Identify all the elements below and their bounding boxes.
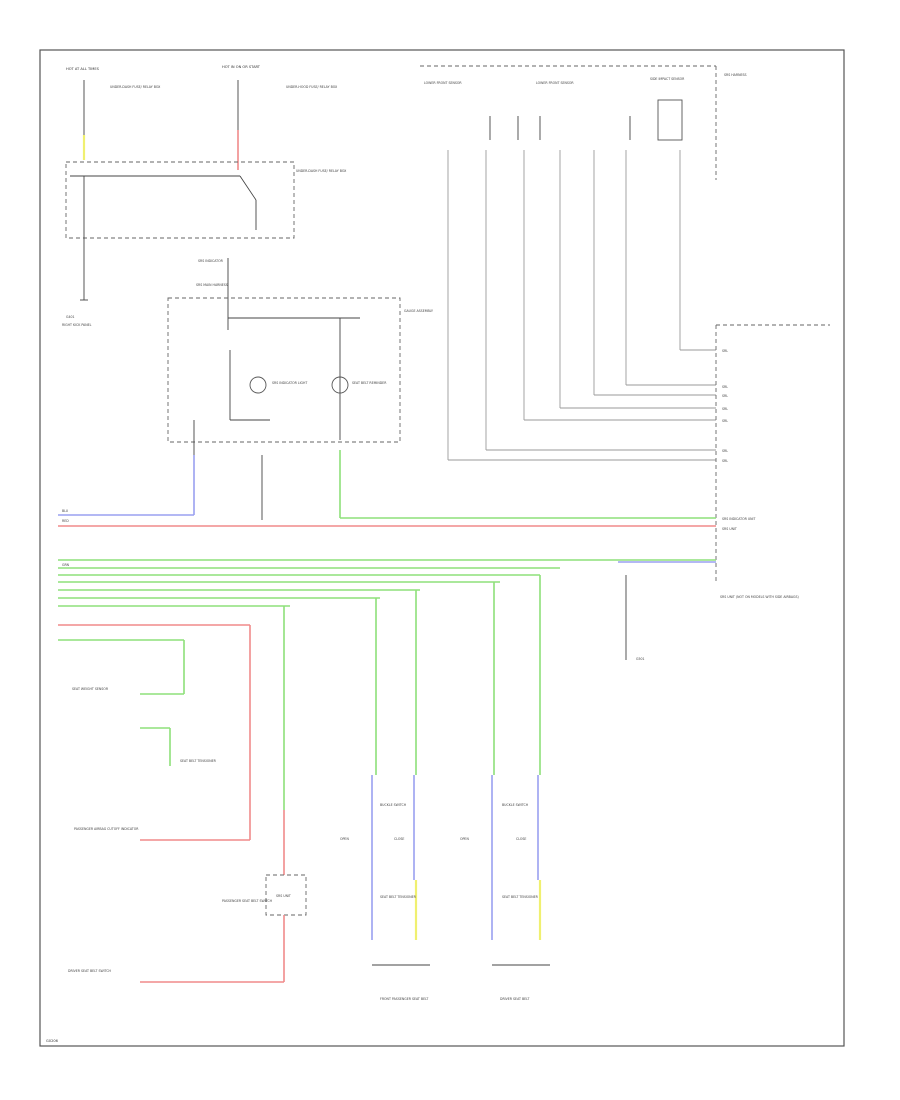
side-impact-sensor <box>657 99 683 141</box>
seat-1-close: CLOSE <box>394 837 404 841</box>
srs-unit-pin-3: SRL <box>722 394 728 398</box>
sensor-group: LOWER FRONT SENSOR LOWER FRONT SENSOR SI… <box>420 65 747 461</box>
fuse-label-2: HOT IN ON OR START <box>222 65 261 69</box>
srs-unit-pin-2: SRL <box>722 385 728 389</box>
srs-box-label: SRS MAIN HARNESS <box>196 283 228 287</box>
fuse-label-1: HOT AT ALL TIMES <box>66 67 100 71</box>
bulb-2-label: SEAT BELT REMINDER <box>352 381 387 385</box>
left-comp-1: SEAT WEIGHT SENSOR <box>72 687 109 691</box>
bottom-box <box>265 874 307 916</box>
seat-2-label: DRIVER SEAT BELT <box>500 997 529 1001</box>
seat-2-close: CLOSE <box>516 837 526 841</box>
gauge-label: GAUGE ASSEMBLY <box>404 309 433 313</box>
relay-box <box>65 161 295 239</box>
bus-label-green: GRN <box>62 563 70 567</box>
srs-unit-pin-5: SRL <box>722 419 728 423</box>
gauge-assembly: SRS INDICATOR SRS MAIN HARNESS GAUGE ASS… <box>58 258 433 520</box>
left-comp-5: PASSENGER SEAT BELT SWITCH <box>222 899 273 903</box>
srs-unit: SRL SRL SRL SRL SRL SRL SRL SRS INDICATO… <box>625 324 830 661</box>
seat-1-open: OPEN <box>340 837 349 841</box>
left-comp-4: DRIVER SEAT BELT SWITCH <box>68 969 112 973</box>
srs-unit-pin-1: SRL <box>722 349 728 353</box>
top-right-label: SRS HARNESS <box>724 73 747 77</box>
bus-label-red: RED <box>62 519 69 523</box>
left-comp-2: SEAT BELT TENSIONER <box>180 759 217 763</box>
sensor-1-label: LOWER FRONT SENSOR <box>424 81 462 85</box>
harness-bus: BLU RED GRN <box>58 509 716 641</box>
fuse-block-left: HOT AT ALL TIMES UNDER-DASH FUSE/ RELAY … <box>62 65 347 327</box>
sensor-3-label: SIDE IMPACT SENSOR <box>650 77 685 81</box>
srs-unit-text: SRS INDICATOR UNIT <box>722 517 755 521</box>
fuse-text-b: UNDER-HOOD FUSE/ RELAY BOX <box>286 85 338 89</box>
ground-sub: RIGHT KICK PANEL <box>62 323 92 327</box>
seat-2-buckle: BUCKLE SWITCH <box>502 803 529 807</box>
footer-code: G0206 <box>46 1039 59 1043</box>
srs-indicator-label: SRS INDICATOR <box>198 259 224 263</box>
srs-unit-pin-7: SRL <box>722 459 728 463</box>
srs-unit-pin-6: SRL <box>722 449 728 453</box>
right-ground: G501 <box>636 657 645 661</box>
seat-1-buckle: BUCKLE SWITCH <box>380 803 407 807</box>
left-comp-3: PASSENGER AIRBAG CUTOFF INDICATOR <box>74 827 139 831</box>
bus-label-blue: BLU <box>62 509 69 513</box>
bottom-box-label: SRS UNIT <box>276 894 291 898</box>
bulb-1-icon <box>249 376 267 394</box>
bulb-1-label: SRS INDICATOR LIGHT <box>272 381 307 385</box>
fuse-text-a: UNDER-DASH FUSE/ RELAY BOX <box>110 85 161 89</box>
seat-2-tensioner: SEAT BELT TENSIONER <box>502 895 539 899</box>
left-components: SEAT WEIGHT SENSOR SEAT BELT TENSIONER P… <box>68 606 307 983</box>
diagram-frame <box>39 49 845 1047</box>
srs-unit-sub: SRS UNIT (NOT ON MODELS WITH SIDE AIRBAG… <box>720 595 799 599</box>
sensor-2-label: LOWER FRONT SENSOR <box>536 81 574 85</box>
seat-1-tensioner: SEAT BELT TENSIONER <box>380 895 417 899</box>
relay-box-label: UNDER-DASH FUSE/ RELAY BOX <box>296 169 347 173</box>
seat-1-label: FRONT PASSENGER SEAT BELT <box>380 997 428 1001</box>
ground-label: G401 <box>66 315 75 319</box>
srs-unit-pin-4: SRL <box>722 407 728 411</box>
seat-belt-driver: BUCKLE SWITCH SEAT BELT TENSIONER OPEN C… <box>460 575 550 1001</box>
seat-2-open: OPEN <box>460 837 469 841</box>
bulb-2-icon <box>331 376 349 394</box>
srs-unit-label: SRS UNIT <box>722 527 737 531</box>
gauge-box <box>167 297 401 443</box>
seat-belt-front-passenger: BUCKLE SWITCH SEAT BELT TENSIONER OPEN C… <box>340 590 430 1001</box>
